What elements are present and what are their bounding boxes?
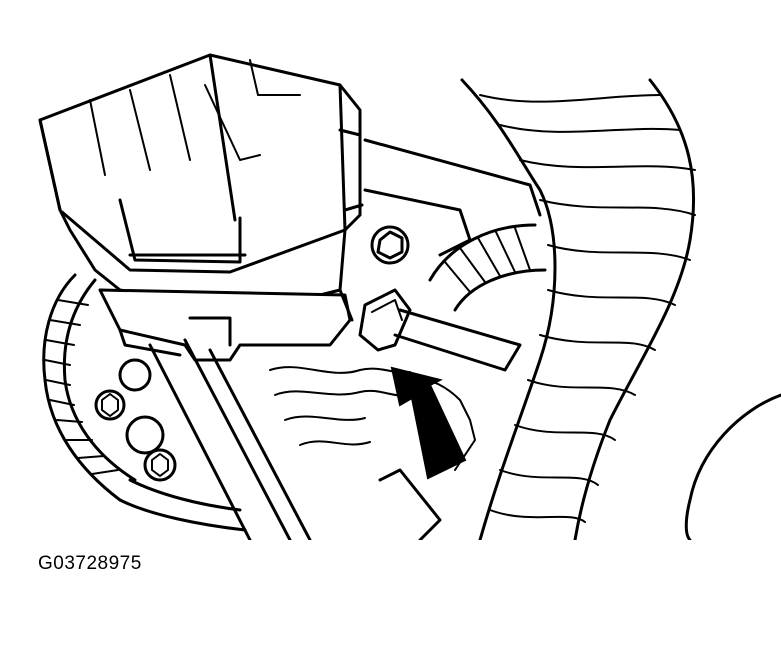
mounting-bracket bbox=[98, 288, 354, 362]
module-housing bbox=[38, 53, 364, 302]
support-rail bbox=[148, 338, 312, 540]
corrugated-duct bbox=[460, 78, 781, 540]
wiring-harness bbox=[42, 273, 247, 532]
hose bbox=[363, 138, 547, 312]
bolt-heads bbox=[94, 225, 410, 482]
sensor-connector bbox=[358, 288, 522, 372]
figure-code-label: G03728975 bbox=[38, 553, 142, 574]
arrow-pointer-icon bbox=[390, 366, 467, 480]
